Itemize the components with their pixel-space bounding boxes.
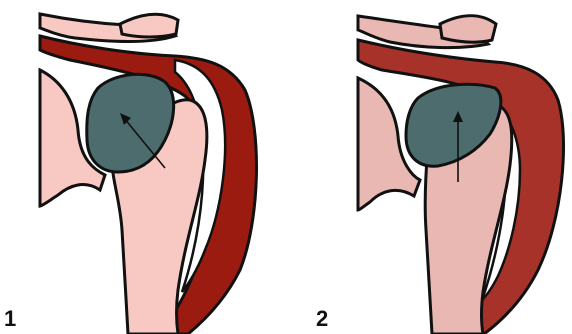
panel-2-label: 2 (316, 308, 328, 330)
clavicle-bone (440, 16, 496, 42)
panel-2-svg (300, 0, 572, 334)
panel-1-label: 1 (4, 308, 16, 330)
panel-1-svg (0, 0, 290, 334)
clavicle-bone (120, 14, 178, 37)
panel-2-shoulder-diagram (300, 0, 572, 334)
panel-1-shoulder-diagram (0, 0, 290, 334)
